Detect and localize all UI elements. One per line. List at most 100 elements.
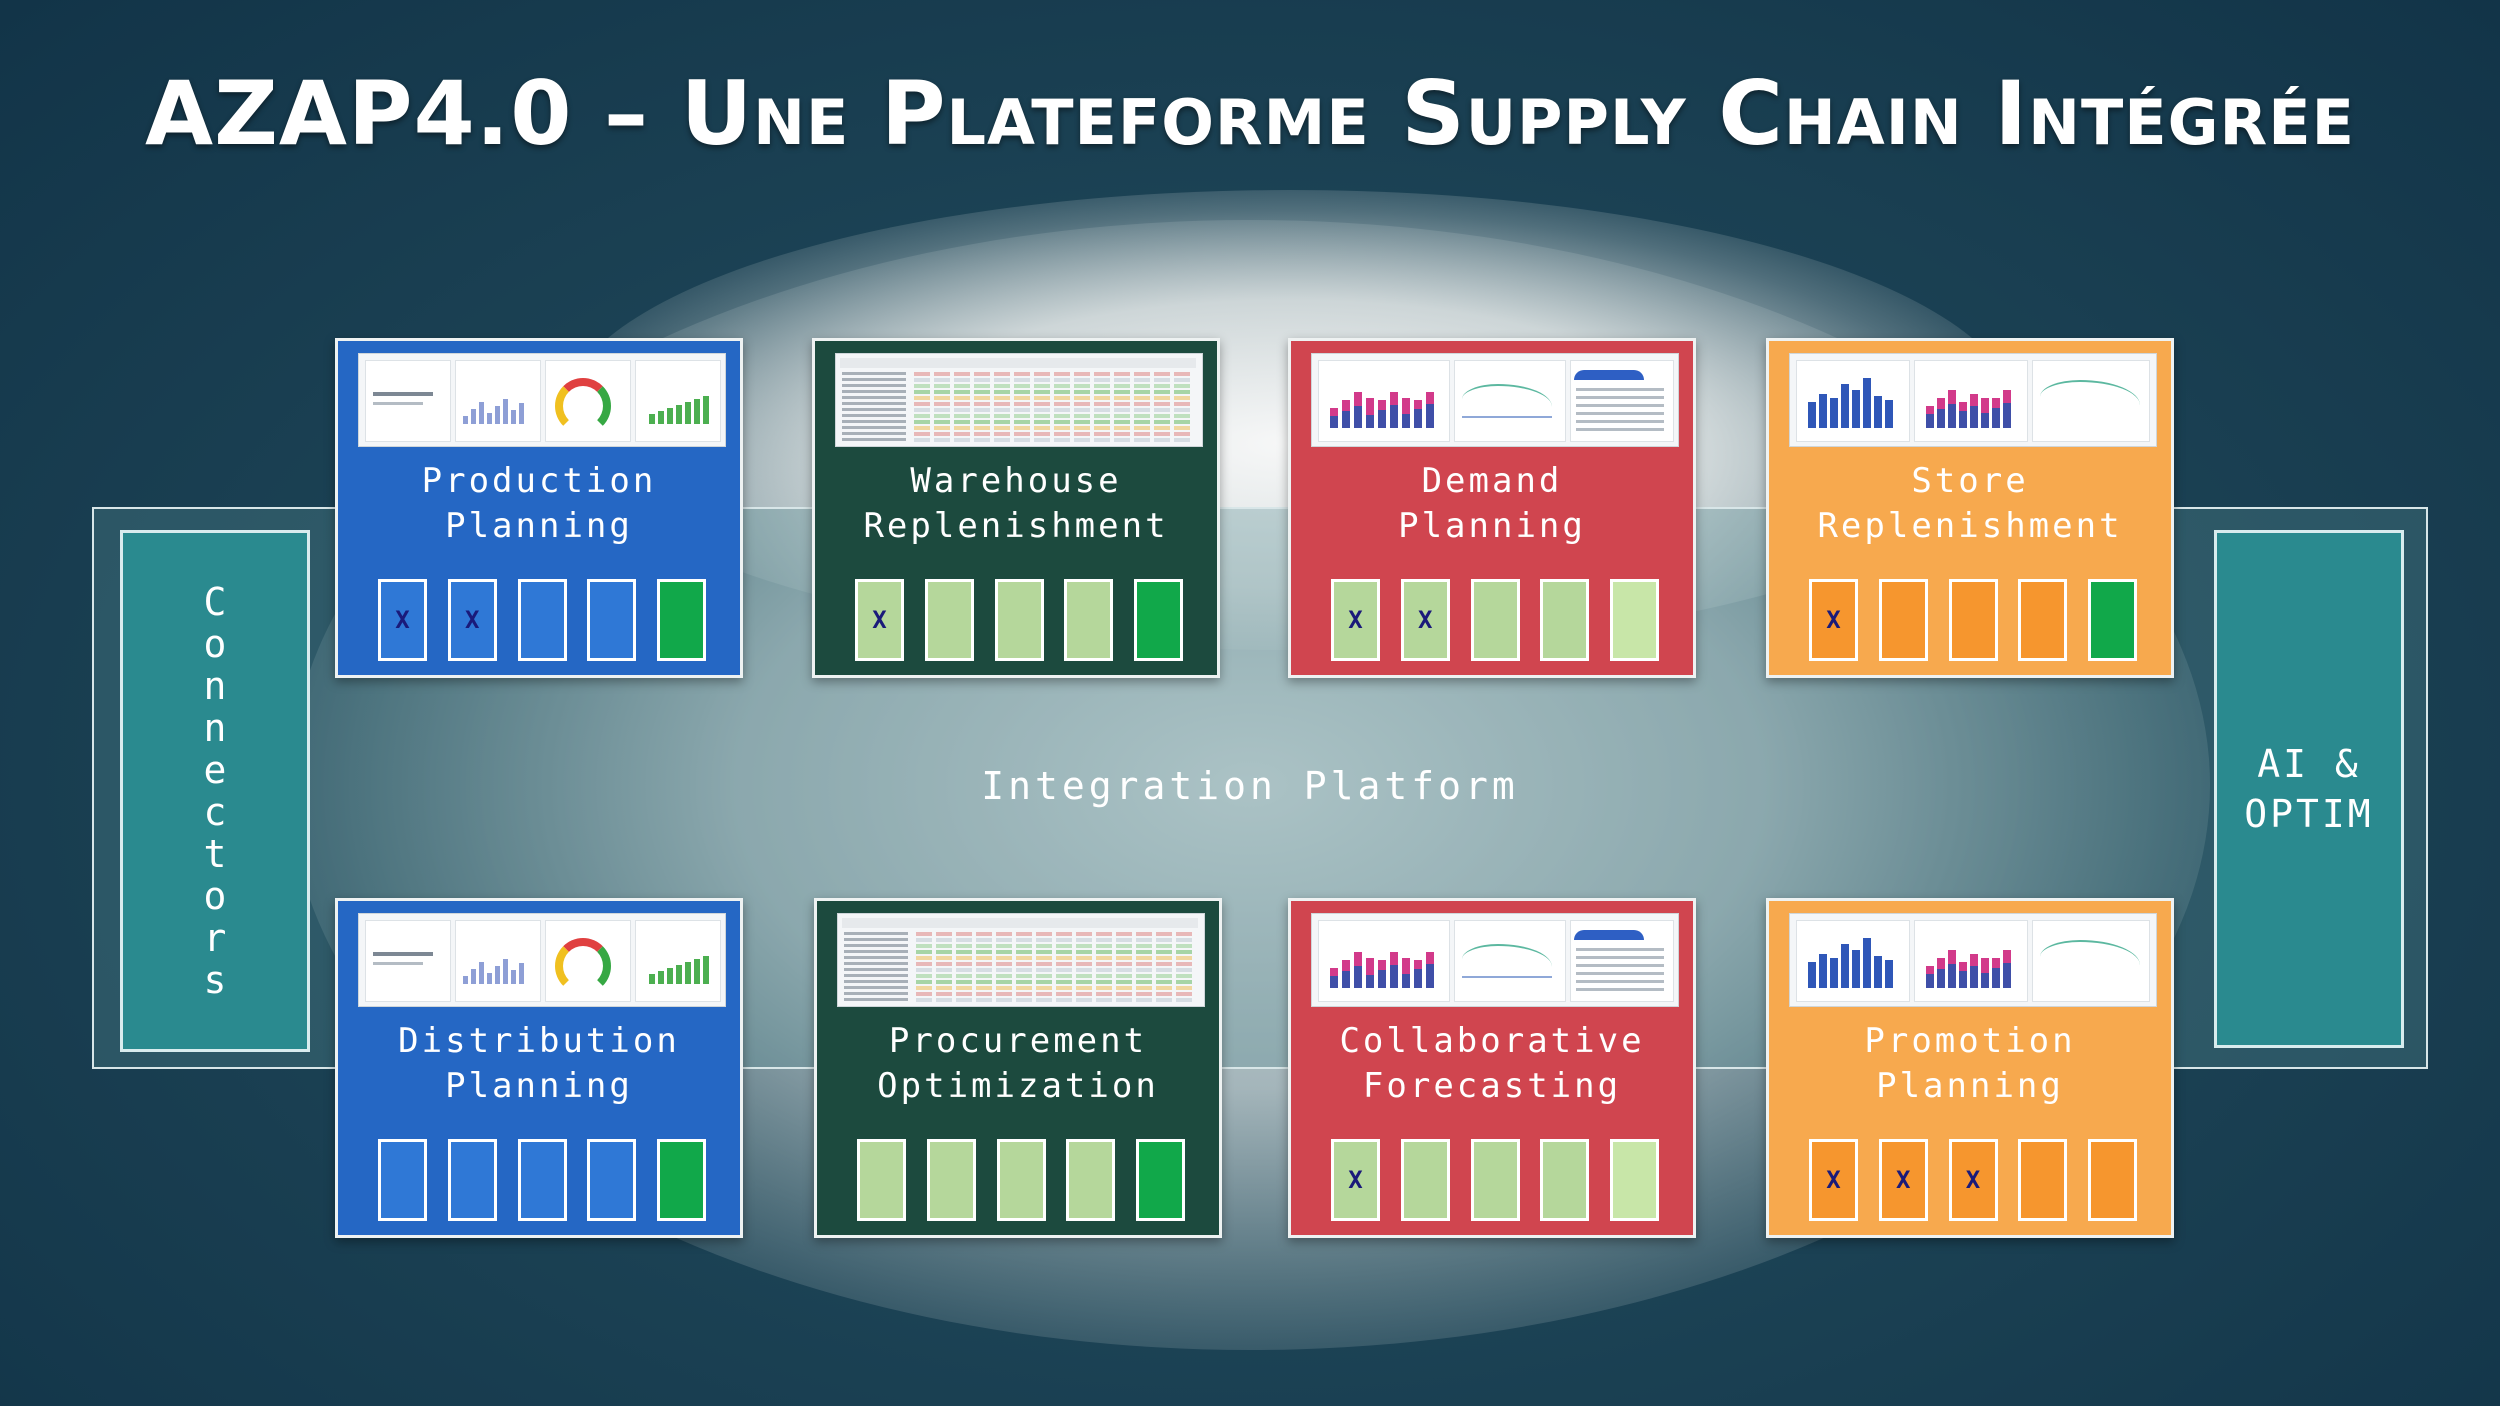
thumbnail-cell [1074, 396, 1090, 400]
thumbnail-panel [365, 360, 451, 442]
thumbnail-cell [996, 944, 1012, 948]
thumbnail-cell [1014, 426, 1030, 430]
module-tile-distribution-planning[interactable]: Distribution Planning [335, 898, 743, 1238]
thumbnail-bar [667, 968, 673, 984]
thumbnail-cell [1154, 408, 1170, 412]
status-box [2018, 579, 2068, 661]
status-box: X [378, 579, 427, 661]
thumbnail-cell [1054, 402, 1070, 406]
thumbnail-bar [1366, 398, 1374, 415]
thumbnail-cell [1016, 998, 1032, 1002]
thumbnail-cell [994, 420, 1010, 424]
thumbnail-bar [1981, 398, 1989, 413]
status-box: X [1331, 579, 1380, 661]
dashboard-thumbnail [835, 353, 1203, 447]
thumbnail-cell [956, 938, 972, 942]
module-tile-procurement-optimization[interactable]: Procurement Optimization [814, 898, 1222, 1238]
thumbnail-cell [1036, 944, 1052, 948]
status-box [1136, 1139, 1185, 1221]
thumbnail-cell [1116, 986, 1132, 990]
thumbnail-cell [1116, 992, 1132, 996]
thumbnail-cell [934, 438, 950, 442]
thumbnail-cell [976, 944, 992, 948]
thumbnail-bar [1948, 404, 1956, 428]
thumbnail-cell [1134, 378, 1150, 382]
thumbnail-line [842, 426, 906, 429]
thumbnail-cell [1054, 396, 1070, 400]
thumbnail-line [1576, 388, 1664, 391]
thumbnail-cell [1016, 986, 1032, 990]
thumbnail-cell [1156, 986, 1172, 990]
thumbnail-cell [936, 956, 952, 960]
thumbnail-cell [1174, 378, 1190, 382]
thumbnail-cell [934, 372, 950, 376]
thumbnail-cell [1114, 408, 1130, 412]
thumbnail-cell [1094, 420, 1110, 424]
thumbnail-cell [976, 932, 992, 936]
status-box [1134, 579, 1183, 661]
module-label: Promotion Planning [1864, 1021, 2076, 1106]
thumbnail-cell [994, 408, 1010, 412]
status-box [926, 1139, 976, 1221]
thumbnail-bar [1948, 964, 1956, 988]
thumbnail-cell [1094, 372, 1110, 376]
thumbnail-cell [1034, 390, 1050, 394]
thumbnail-cell [916, 932, 932, 936]
status-box [1540, 579, 1590, 661]
thumbnail-bar [1426, 404, 1434, 428]
thumbnail-cell [1016, 992, 1032, 996]
thumbnail-cell [1034, 378, 1050, 382]
thumbnail-cell [936, 944, 952, 948]
status-box [447, 1139, 497, 1221]
thumbnail-bar [694, 959, 700, 984]
thumbnail-bar [1948, 390, 1956, 404]
status-boxes [378, 1139, 706, 1221]
thumbnail-cell [1076, 980, 1092, 984]
thumbnail-bar [1926, 966, 1934, 974]
thumbnail-cell [1176, 968, 1192, 972]
thumbnail-cell [1134, 402, 1150, 406]
status-box [924, 579, 974, 661]
thumbnail-line [373, 962, 423, 965]
thumbnail-bar [1992, 398, 2000, 408]
thumbnail-cell [1096, 968, 1112, 972]
thumbnail-bar [1970, 954, 1978, 966]
thumbnail-cell [1174, 390, 1190, 394]
thumbnail-bar [471, 409, 476, 424]
thumbnail-bar [487, 973, 492, 984]
thumbnail-cell [1096, 992, 1112, 996]
thumbnail-cell [1056, 980, 1072, 984]
thumbnail-cell [1054, 432, 1070, 436]
module-label: Procurement Optimization [877, 1021, 1159, 1106]
thumbnail-cell [956, 950, 972, 954]
thumbnail-cell [916, 950, 932, 954]
thumbnail-cell [1034, 402, 1050, 406]
thumbnail-cell [1174, 426, 1190, 430]
thumbnail-bar [1330, 976, 1338, 988]
thumbnail-bar [1426, 964, 1434, 988]
thumbnail-bar [1959, 411, 1967, 428]
status-box: X [1400, 579, 1450, 661]
thumbnail-bar [503, 399, 508, 424]
thumbnail-cell [1116, 998, 1132, 1002]
thumbnail-cell [1014, 390, 1030, 394]
thumbnail-cell [1054, 414, 1070, 418]
thumbnail-line [1576, 420, 1664, 423]
thumbnail-cell [1154, 390, 1170, 394]
thumbnail-cell [914, 432, 930, 436]
thumbnail-bar [1970, 394, 1978, 406]
gauge-icon [555, 938, 611, 994]
thumbnail-cell [1054, 438, 1070, 442]
thumbnail-cell [1136, 962, 1152, 966]
thumbnail-cell [994, 426, 1010, 430]
thumbnail-cell [1054, 378, 1070, 382]
thumbnail-cell [1096, 956, 1112, 960]
thumbnail-line [842, 384, 906, 387]
thumbnail-cell [1094, 402, 1110, 406]
